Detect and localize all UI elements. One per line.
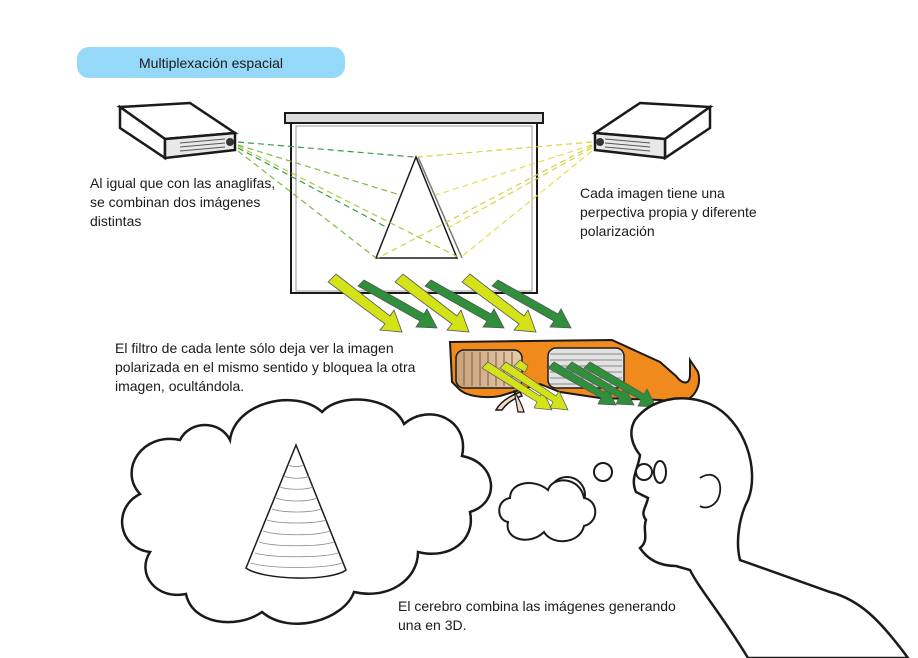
polarized-beams xyxy=(327,273,572,333)
caption-lens-filter: El filtro de cada lente sólo deja ver la… xyxy=(115,340,416,394)
glasses-side-view-icon xyxy=(635,460,667,484)
head-ear-icon xyxy=(699,473,722,509)
green-beam-arrow xyxy=(424,279,505,329)
diagram-title: Multiplexación espacial xyxy=(77,47,345,78)
projection-screen-icon xyxy=(284,112,544,294)
caption-polarization: Cada imagen tiene una perpectiva propia … xyxy=(580,185,757,239)
green-beam-arrow xyxy=(357,279,438,329)
projection-rays-left xyxy=(237,141,461,259)
yellow-beam-arrow xyxy=(394,273,470,333)
yellow-beam-arrow xyxy=(327,273,403,333)
caption-brain-combines: El cerebro combina las imágenes generand… xyxy=(398,598,676,633)
cone-icon xyxy=(245,442,347,579)
head-profile-icon xyxy=(630,397,910,658)
diagram-title-text: Multiplexación espacial xyxy=(139,54,283,71)
filtered-beams xyxy=(481,359,657,411)
projection-rays-right xyxy=(377,141,593,259)
projector-left-icon xyxy=(116,101,239,161)
caption-combine-images: Al igual que con las anaglifas, se combi… xyxy=(90,175,276,229)
yellow-beam-arrow xyxy=(461,273,537,333)
projector-right-icon xyxy=(591,101,714,161)
thought-bubble-medium xyxy=(498,479,597,542)
green-beam-arrow xyxy=(491,279,572,329)
